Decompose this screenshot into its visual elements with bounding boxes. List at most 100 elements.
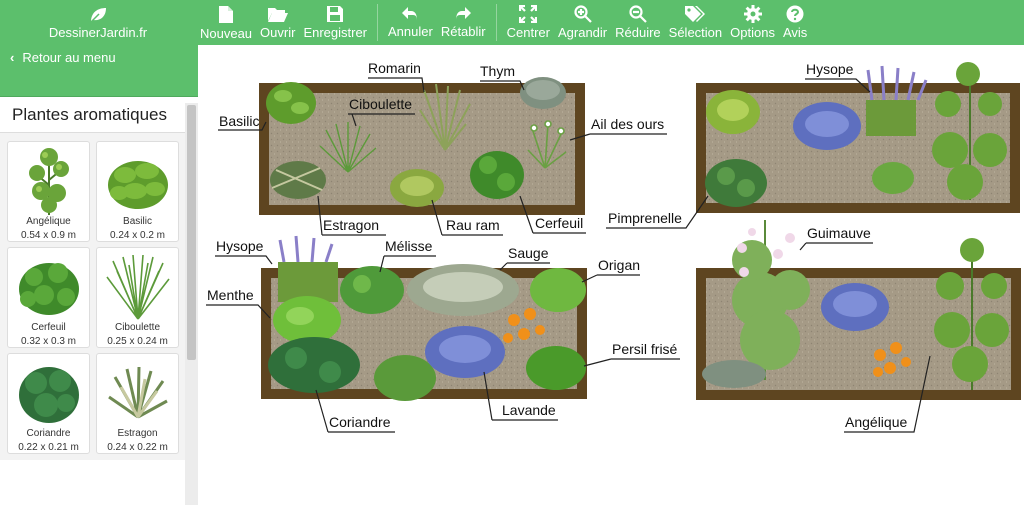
chevron-left-icon: ‹ [10,50,15,65]
feedback-button[interactable]: Avis [779,0,811,45]
label-origan[interactable]: Origan [598,257,640,273]
plant-pimprenelle[interactable] [705,159,767,207]
plant-thym-bed4[interactable] [702,360,766,388]
plant-menthe[interactable] [273,296,341,344]
plant-melisse[interactable] [340,266,404,314]
undo-label: Annuler [388,24,433,39]
plant-dimensions: 0.22 x 0.21 m [18,442,79,453]
brand-logo[interactable]: DessinerJardin.fr [0,0,196,45]
plant-angelique-bed4[interactable] [934,238,1009,390]
plant-card-estragon[interactable]: Estragon 0.24 x 0.22 m [96,353,179,454]
plant-cerfeuil[interactable] [470,151,524,199]
label-menthe[interactable]: Menthe [207,287,254,303]
label-ciboulette[interactable]: Ciboulette [349,96,412,112]
garden-canvas[interactable]: Basilic Romarin Ciboulette Thym Ail des … [198,45,1024,460]
plant-persil-bed3[interactable] [374,355,436,401]
question-icon [786,5,804,23]
label-basilic[interactable]: Basilic [219,113,259,129]
basilic-thumbnail [107,161,168,209]
plant-ciboulette[interactable] [319,122,377,173]
center-button[interactable]: Centrer [503,0,554,45]
plant-estragon[interactable] [270,161,326,199]
label-cerfeuil[interactable]: Cerfeuil [535,215,583,231]
plant-dimensions: 0.24 x 0.22 m [107,442,168,453]
coriandre-thumbnail [18,367,79,423]
label-sauge[interactable]: Sauge [508,245,549,261]
plant-thym[interactable] [520,77,566,109]
plant-lavande-bed3[interactable] [425,326,505,378]
plant-lavande-bed4[interactable] [821,283,889,331]
save-label: Enregistrer [303,25,368,40]
sidebar-scrollbar[interactable] [185,103,198,505]
label-angelique[interactable]: Angélique [845,414,907,430]
label-romarin[interactable]: Romarin [368,60,421,76]
plant-card-coriandre[interactable]: Coriandre 0.22 x 0.21 m [7,353,90,454]
plant-card-basilic[interactable]: Basilic 0.24 x 0.2 m [96,141,179,242]
plant-basilic[interactable] [266,82,316,124]
save-button[interactable]: Enregistrer [299,0,371,45]
selection-button[interactable]: Sélection [665,0,726,45]
plant-hysope-bed3[interactable] [278,235,338,302]
label-hysope-1[interactable]: Hysope [806,61,854,77]
plant-coriandre[interactable] [268,337,360,393]
leaf-icon [89,7,106,24]
plant-persil-bed2[interactable] [872,162,914,194]
plant-sauge[interactable] [407,264,519,316]
plant-dimensions: 0.32 x 0.3 m [20,336,77,347]
label-thym[interactable]: Thym [480,63,515,79]
plant-souci-bed4[interactable] [873,342,911,377]
plant-origan[interactable] [530,268,586,312]
zoom-in-icon [573,5,592,23]
expand-icon [519,5,538,23]
plant-card-angelique[interactable]: Angélique 0.54 x 0.9 m [7,141,90,242]
label-coriandre[interactable]: Coriandre [329,414,391,430]
plant-card-cerfeuil[interactable]: Cerfeuil 0.32 x 0.3 m [7,247,90,348]
plant-name: Ciboulette [114,322,161,333]
plant-hysope-bed2[interactable] [866,65,928,136]
zoom-in-button[interactable]: Agrandir [554,0,611,45]
toolbar-divider [377,4,379,41]
new-button[interactable]: Nouveau [196,0,256,45]
category-title: Plantes aromatiques [0,97,198,133]
plant-romarin[interactable] [419,83,471,151]
plant-ail-des-ours[interactable] [527,120,567,169]
file-icon [219,5,234,23]
plant-dimensions: 0.24 x 0.2 m [109,230,166,241]
label-persil-frise[interactable]: Persil frisé [612,341,678,357]
redo-button[interactable]: Rétablir [437,0,490,45]
label-estragon[interactable]: Estragon [323,217,379,233]
options-label: Options [730,25,775,40]
plant-rau-ram[interactable] [390,169,444,207]
label-ail-des-ours[interactable]: Ail des ours [591,116,664,132]
label-rau-ram[interactable]: Rau ram [446,217,500,233]
selection-label: Sélection [668,25,723,40]
label-lavande[interactable]: Lavande [502,402,556,418]
plant-card-ciboulette[interactable]: Ciboulette 0.25 x 0.24 m [96,247,179,348]
zoom-out-label: Réduire [615,25,661,40]
center-label: Centrer [506,25,550,40]
label-pimprenelle[interactable]: Pimprenelle [608,210,682,226]
plant-guimauve[interactable] [732,220,810,380]
label-hysope-2[interactable]: Hysope [216,238,264,254]
plant-angelique-tall[interactable] [932,62,1007,200]
scrollbar-thumb[interactable] [187,105,196,360]
open-button[interactable]: Ouvrir [256,0,299,45]
plant-name: Basilic [123,216,152,227]
plant-persil-frise[interactable] [526,346,586,390]
options-button[interactable]: Options [726,0,779,45]
estragon-thumbnail [107,366,168,419]
plant-lavande-bed2[interactable] [793,102,861,150]
label-guimauve[interactable]: Guimauve [807,225,871,241]
plant-sidebar: ‹Retour au menu Plantes aromatiques Angé… [0,45,198,505]
plant-dimensions: 0.25 x 0.24 m [107,336,168,347]
undo-button[interactable]: Annuler [384,0,437,45]
zoom-out-button[interactable]: Réduire [611,0,665,45]
zoom-in-label: Agrandir [557,25,608,40]
plant-angelique-bed2[interactable] [706,90,760,134]
annotation-lines [206,77,931,433]
label-melisse[interactable]: Mélisse [385,238,433,254]
back-to-menu-button[interactable]: ‹Retour au menu [0,45,198,97]
plant-name: Angélique [26,216,71,227]
plant-dimensions: 0.54 x 0.9 m [20,230,77,241]
plant-souci[interactable] [503,308,545,343]
